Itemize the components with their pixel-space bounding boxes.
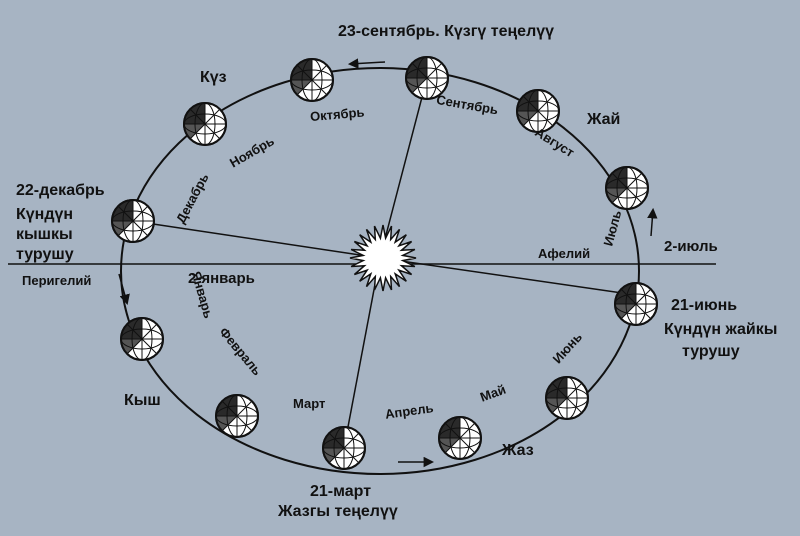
month-february: Февраль — [216, 324, 265, 378]
earth-globe-icon-february — [214, 394, 259, 438]
winter-solstice-line2: кышкы — [16, 226, 73, 243]
arrow-top — [347, 58, 386, 69]
spring-equinox-line1: Жазгы теңелүү — [277, 503, 398, 520]
perihelion-date-label: 2-январь — [188, 270, 255, 287]
arrow-right — [647, 207, 658, 237]
perihelion-label: Перигелий — [22, 273, 91, 288]
summer-solstice-date: 21-июнь — [671, 297, 737, 314]
line-to-autumn-equinox — [379, 77, 428, 259]
winter-solstice-line3: турушу — [16, 246, 74, 263]
spring-equinox-date: 21-март — [310, 483, 371, 500]
summer-solstice-line2: турушу — [682, 343, 740, 360]
season-spring: Жаз — [501, 442, 534, 459]
aphelion-label: Афелий — [538, 246, 590, 261]
month-may: Май — [478, 382, 508, 405]
summer-solstice-line1: Күндүн жайкы — [664, 321, 777, 338]
earth-globe-icon-december — [110, 199, 155, 243]
month-september: Сентябрь — [435, 92, 499, 118]
sun-icon — [349, 224, 417, 292]
season-autumn: Күз — [200, 69, 227, 86]
earth-globe-icon-october — [289, 58, 334, 102]
month-november: Ноябрь — [227, 133, 277, 170]
month-july: Июль — [600, 209, 624, 248]
season-winter: Кыш — [124, 392, 161, 409]
earth-globe-icon-august — [515, 89, 560, 133]
line-to-summer-solstice — [379, 257, 637, 296]
earth-globe-icon-january — [119, 317, 164, 361]
line-to-winter-solstice — [132, 220, 381, 259]
earth-globe-icon-march — [321, 426, 366, 470]
autumn-equinox-label: 23-сентябрь. Күзгү теңелүү — [338, 23, 554, 40]
orbit-ellipse — [120, 67, 640, 475]
earth-globe-icon-november — [182, 102, 227, 146]
month-april: Апрель — [384, 400, 434, 422]
earth-globe-icon-may — [544, 376, 589, 420]
month-march: Март — [293, 396, 325, 411]
earth-globe-icon-june — [613, 282, 658, 326]
winter-solstice-line1: Күндүн — [16, 206, 73, 223]
month-december: Декабрь — [173, 171, 212, 226]
earth-globe-icon-april — [437, 416, 482, 460]
month-october: Октябрь — [309, 104, 365, 124]
winter-solstice-date: 22-декабрь — [16, 182, 105, 199]
aphelion-date-label: 2-июль — [664, 238, 718, 255]
arrow-left — [118, 273, 130, 306]
earth-globe-icon-july — [604, 166, 649, 210]
month-august: Август — [532, 124, 577, 160]
season-summer: Жай — [586, 111, 620, 128]
month-june: Июнь — [550, 329, 585, 366]
